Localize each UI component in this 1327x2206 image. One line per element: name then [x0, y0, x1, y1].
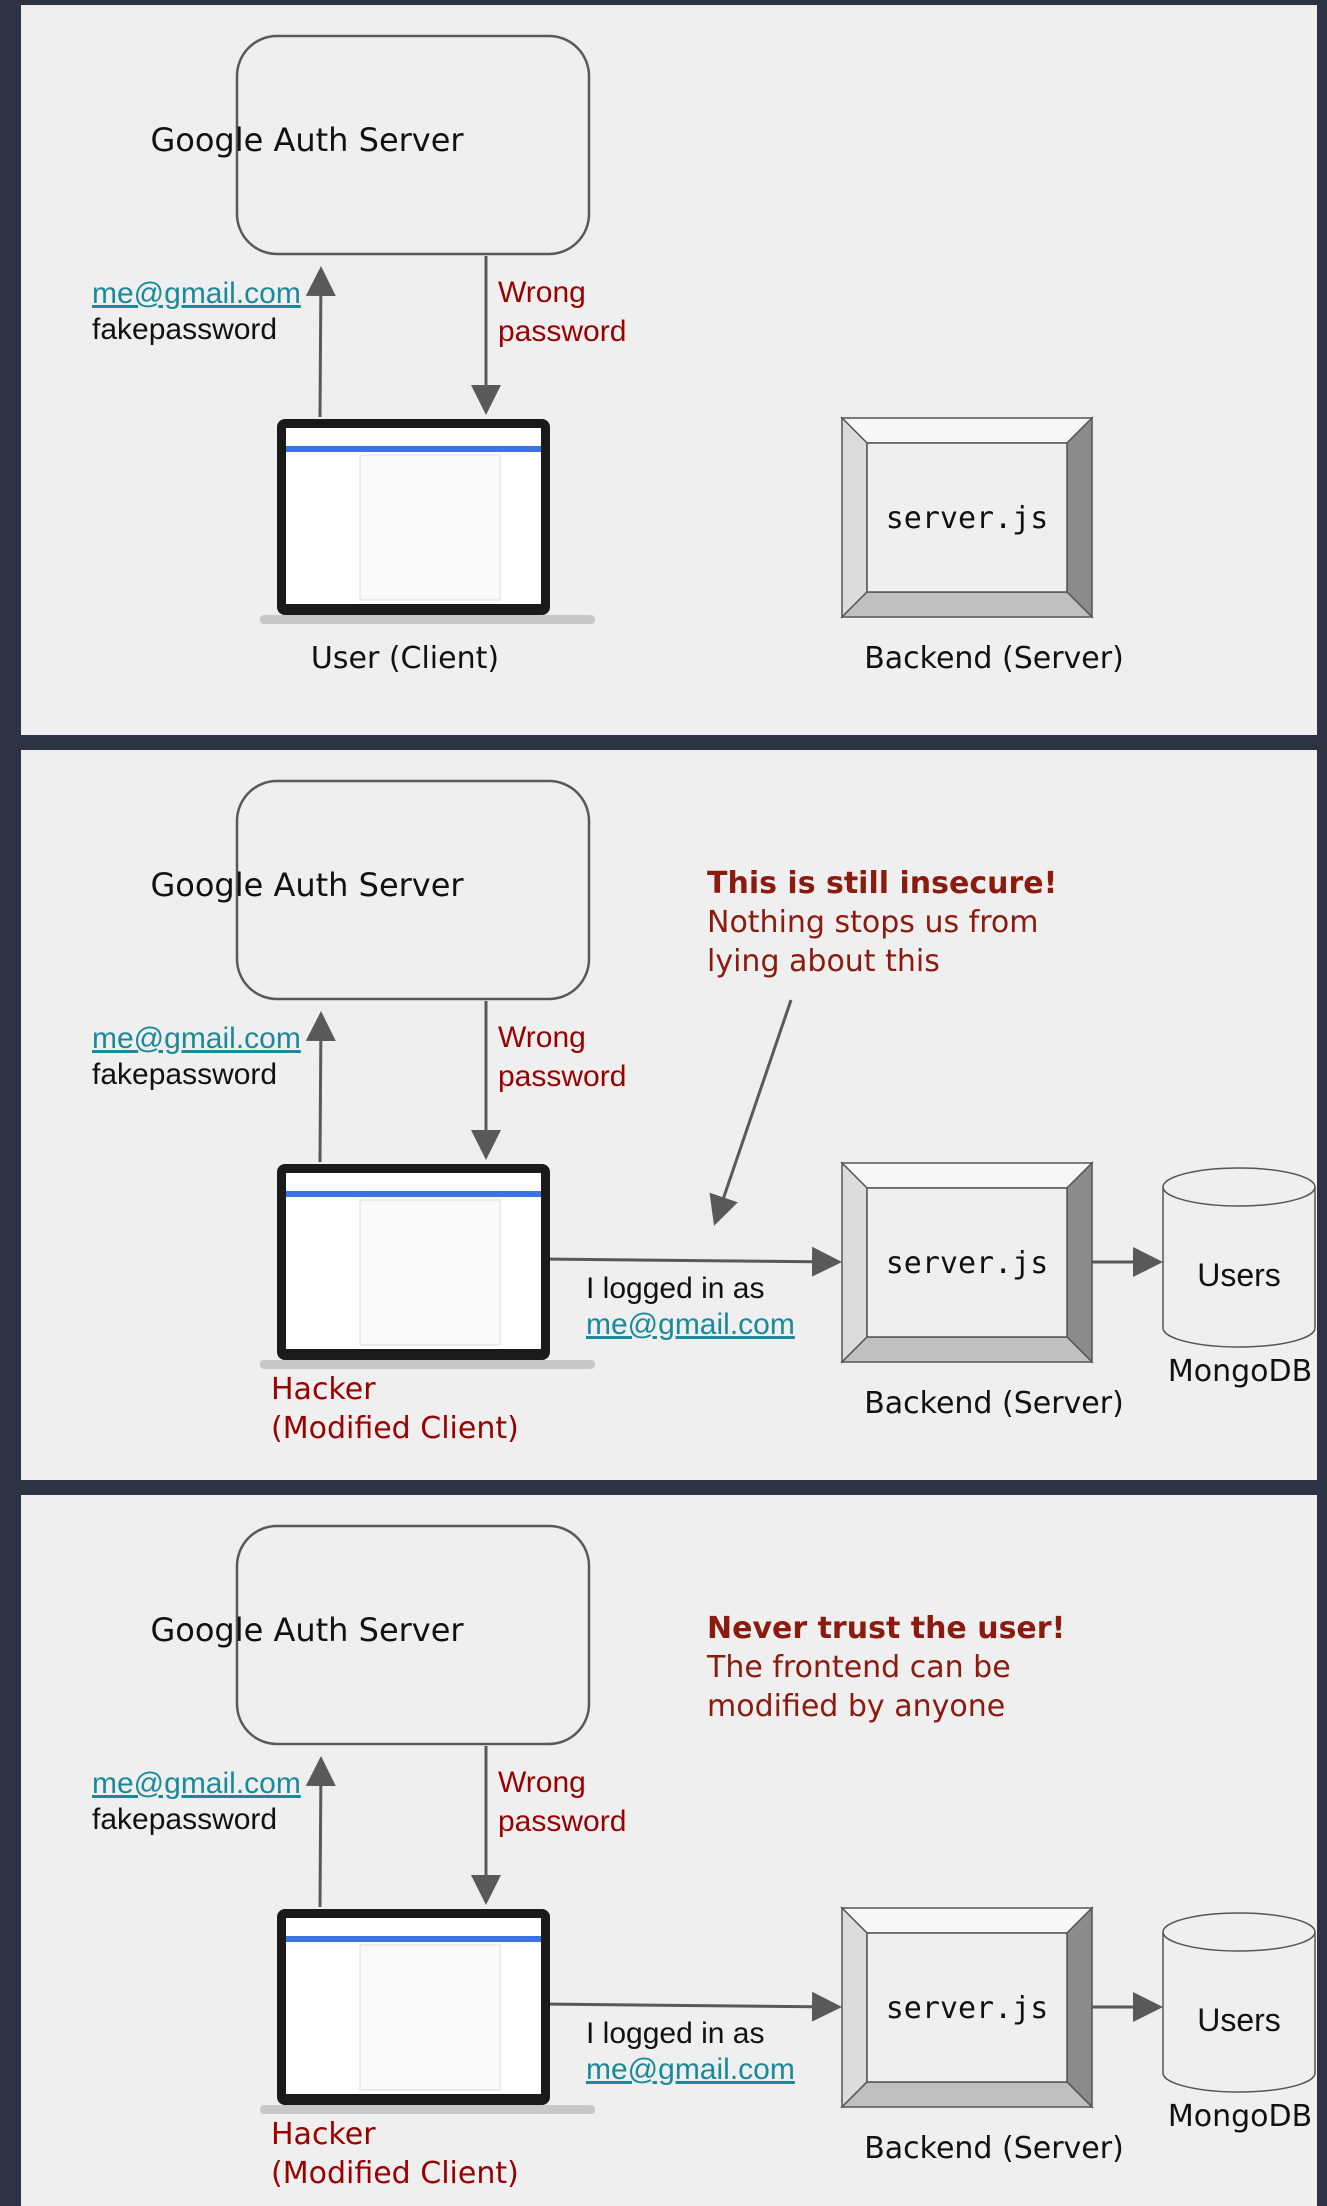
response-label: Wrong password: [498, 1021, 627, 1093]
server-file-label: server.js: [885, 501, 1049, 536]
credential-email[interactable]: me@gmail.com: [92, 1767, 301, 1800]
claim-arrow: [541, 1991, 842, 2022]
db-collection-label: Users: [1197, 2002, 1281, 2038]
note-body: The frontend can be modified by anyone: [707, 1650, 1011, 1724]
client-label: Hacker (Modified Client): [271, 2117, 519, 2191]
credential-password: fakepassword: [92, 1803, 278, 1836]
credentials-arrow: [305, 266, 336, 418]
database-cylinder-icon: [1162, 1167, 1316, 1348]
db-label: MongoDB: [1167, 2099, 1313, 2134]
claim-arrow: [541, 1246, 842, 1277]
claim-label: I logged in as: [586, 2017, 765, 2050]
note-body: Nothing stops us from lying about this: [707, 905, 1039, 979]
laptop-icon: [260, 1164, 595, 1369]
credential-password: fakepassword: [92, 1058, 278, 1091]
backend-label: Backend (Server): [864, 1386, 1124, 1421]
database-cylinder-icon: [1162, 1912, 1316, 2093]
server-box: [840, 1906, 1094, 2109]
credential-password: fakepassword: [92, 313, 278, 346]
auth-server-box: [235, 34, 591, 256]
credential-email[interactable]: me@gmail.com: [92, 1022, 301, 1055]
client-label: Hacker (Modified Client): [271, 1372, 519, 1446]
diagram-panel-3: Google Auth Server me@gmail.com fakepass…: [21, 1495, 1317, 2206]
server-box: [840, 416, 1094, 619]
claim-email[interactable]: me@gmail.com: [586, 1308, 795, 1341]
auth-server-label: Google Auth Server: [150, 866, 464, 904]
backend-label: Backend (Server): [864, 641, 1124, 676]
auth-server-label: Google Auth Server: [150, 121, 464, 159]
credentials-arrow: [305, 1756, 336, 1908]
diagram-panel-1: Google Auth Server me@gmail.com fakepass…: [21, 5, 1317, 735]
response-label: Wrong password: [498, 1766, 627, 1838]
claim-label: I logged in as: [586, 1272, 765, 1305]
laptop-icon: [260, 1909, 595, 2114]
diagram-graphics: [235, 34, 1094, 624]
db-label: MongoDB: [1167, 1354, 1313, 1389]
credential-email[interactable]: me@gmail.com: [92, 277, 301, 310]
backend-label: Backend (Server): [864, 2131, 1124, 2166]
server-file-label: server.js: [885, 1246, 1049, 1281]
laptop-icon: [260, 419, 595, 624]
server-file-label: server.js: [885, 1991, 1049, 2026]
db-collection-label: Users: [1197, 1257, 1281, 1293]
credentials-arrow: [305, 1011, 336, 1163]
diagram-graphics: [235, 1524, 1316, 2114]
claim-email[interactable]: me@gmail.com: [586, 2053, 795, 2086]
diagram-panel-2: Google Auth Server me@gmail.com fakepass…: [21, 750, 1317, 1480]
note-title: This is still insecure!: [707, 866, 1058, 901]
diagram-graphics: [235, 779, 1316, 1369]
auth-server-box: [235, 779, 591, 1001]
note-pointer-arrow: [709, 999, 793, 1226]
server-box: [840, 1161, 1094, 1364]
note-title: Never trust the user!: [707, 1611, 1066, 1646]
auth-server-box: [235, 1524, 591, 1746]
auth-server-label: Google Auth Server: [150, 1611, 464, 1649]
response-label: Wrong password: [498, 276, 627, 348]
client-label: User (Client): [310, 641, 500, 676]
